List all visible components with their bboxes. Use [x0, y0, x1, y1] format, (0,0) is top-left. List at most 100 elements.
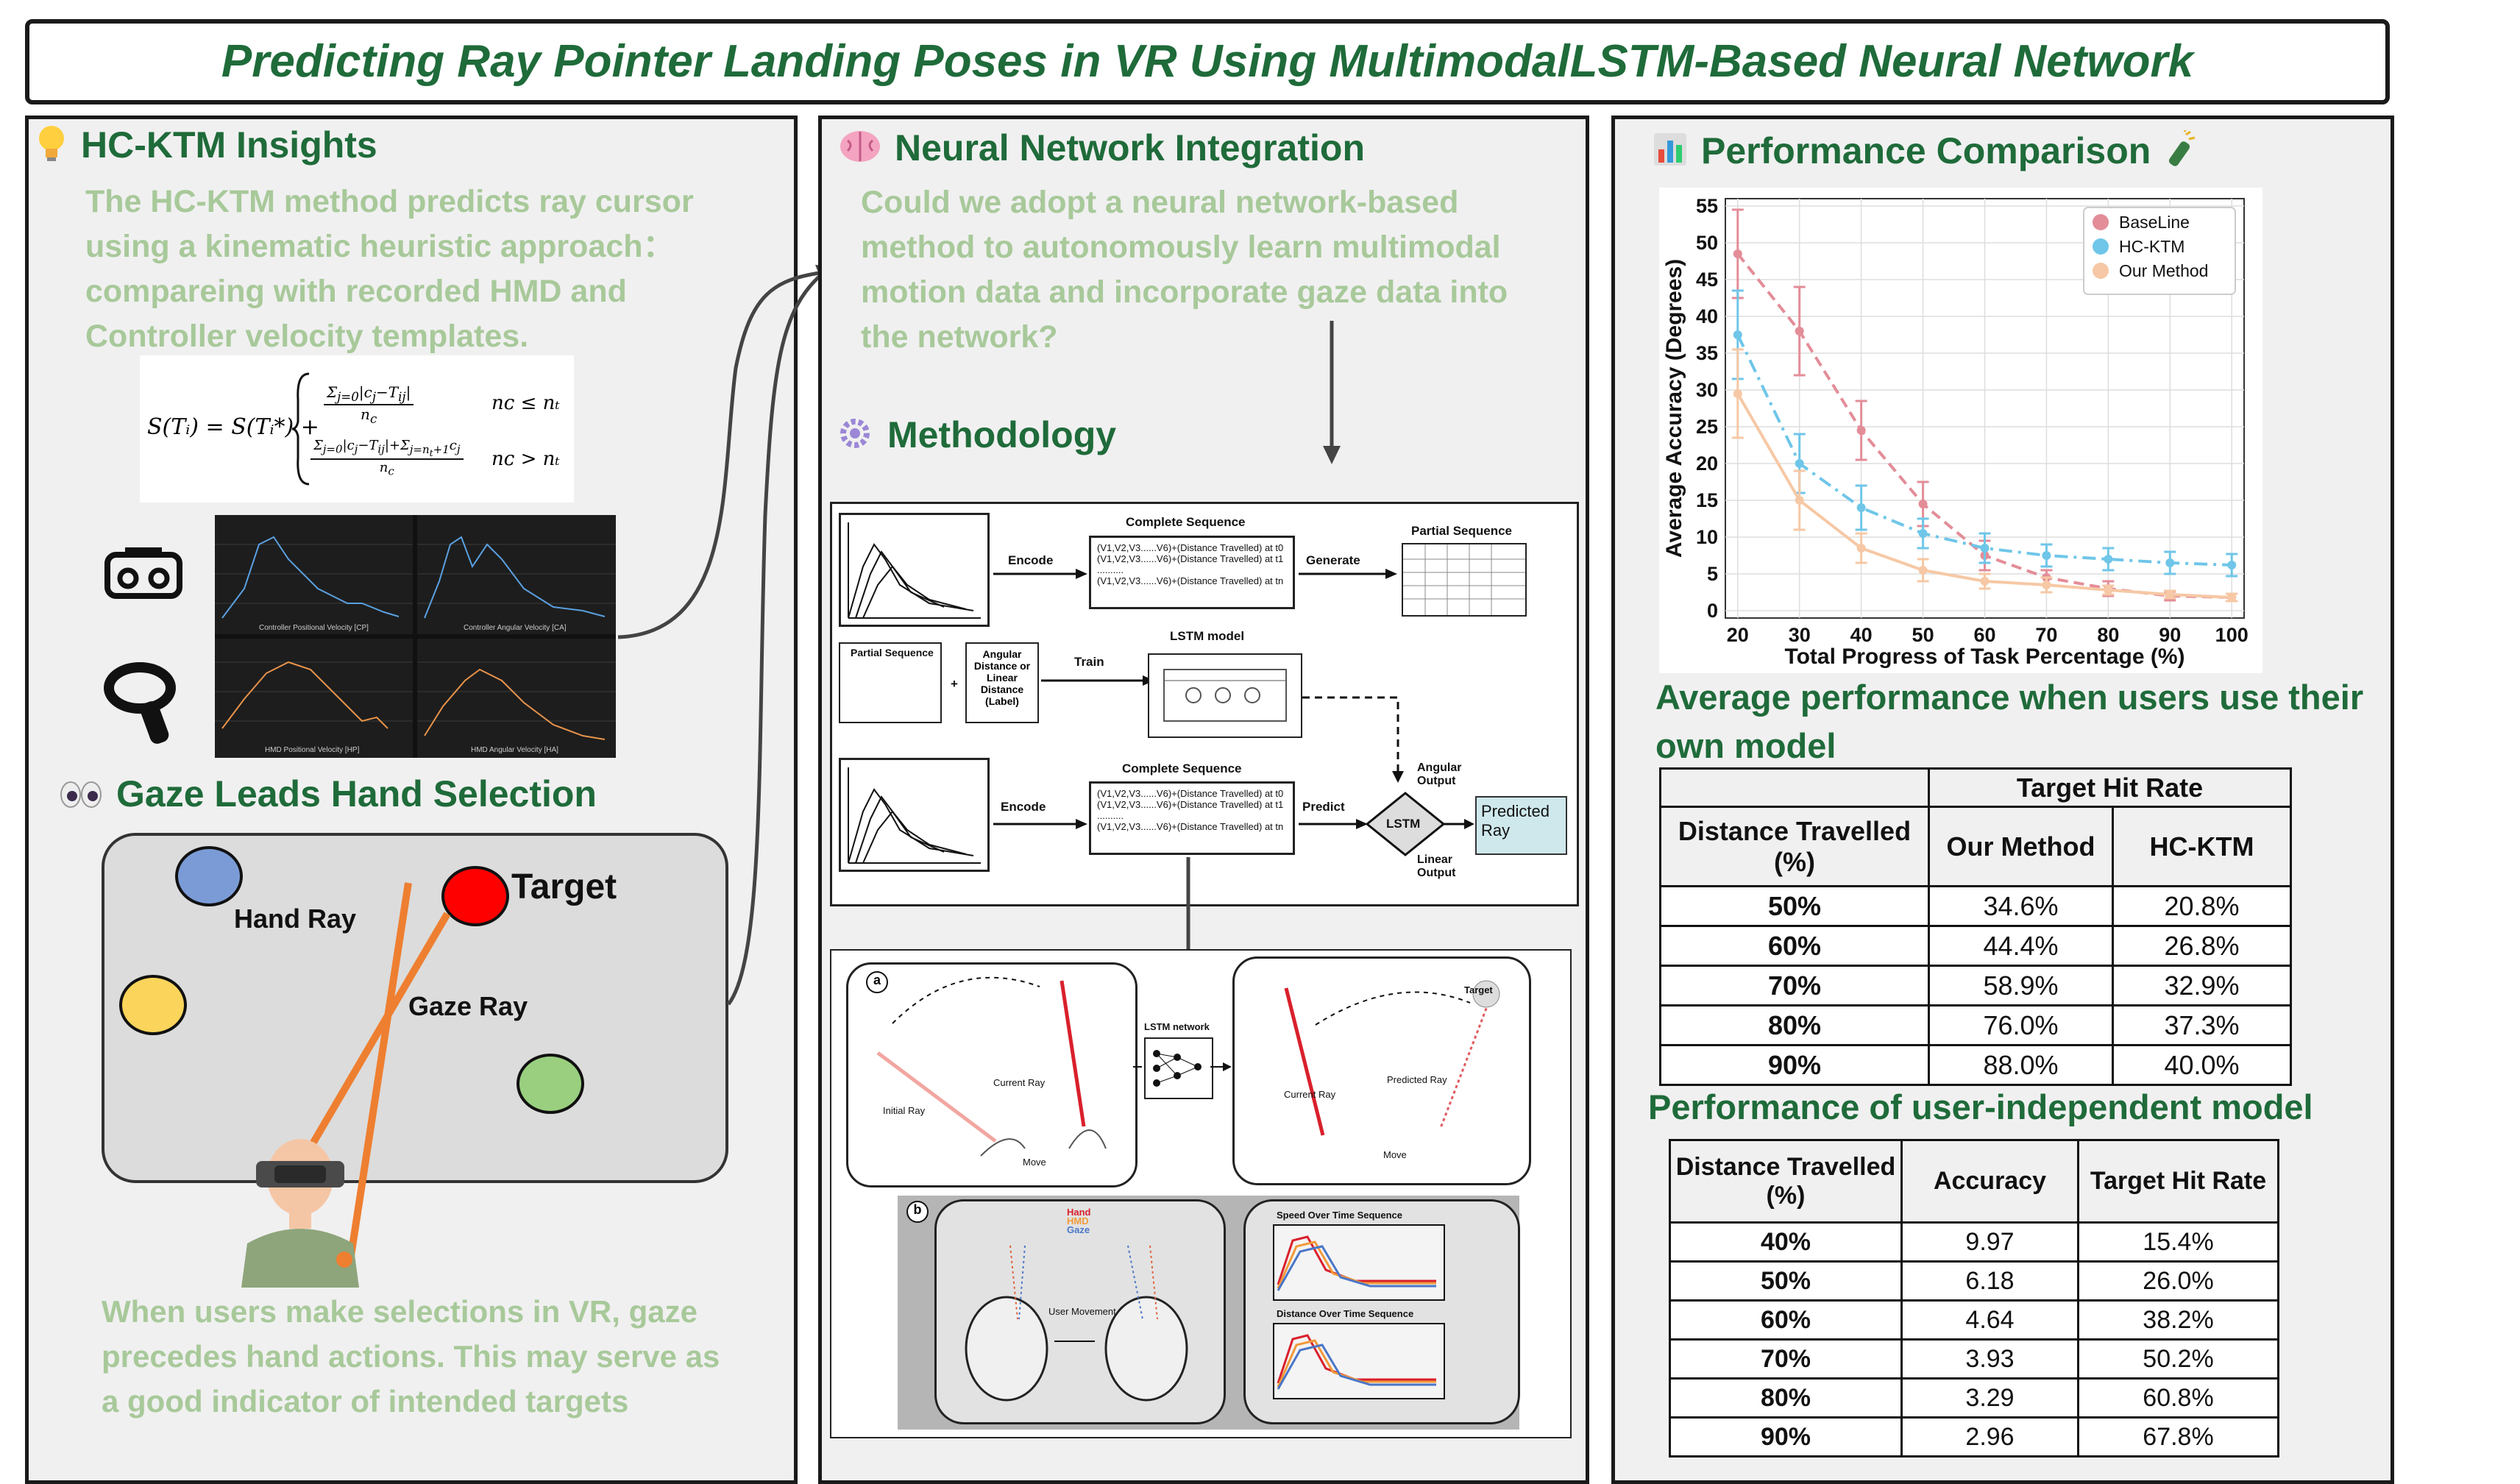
label-box-text: Angular Distance or Linear Distance (Lab… [973, 648, 1031, 707]
table-cell: 20.8% [2112, 885, 2292, 927]
predicted-ray-box: Predicted Ray [1475, 796, 1567, 855]
y-tick-label: 55 [1696, 195, 1718, 217]
table-cell: 4.64 [1900, 1299, 2079, 1341]
velocity-label-cp: Controller Positional Velocity [CP] [259, 624, 369, 632]
output-arrow [1444, 819, 1474, 829]
table-cell: 34.6% [1928, 885, 2114, 927]
gear-icon [836, 414, 874, 461]
x-tick-label: 20 [1727, 624, 1749, 646]
speed-seq-label: Speed Over Time Sequence [1277, 1210, 1402, 1221]
gaze-heading: Gaze Leads Hand Selection [59, 773, 597, 818]
nn-heading: Neural Network Integration [839, 127, 1365, 173]
table-cell: 70% [1669, 1338, 1903, 1380]
user-movement-label: User Movement [1048, 1306, 1116, 1317]
table-cell: 26.8% [2112, 925, 2292, 967]
current-ray-label-b: Current Ray [1284, 1089, 1336, 1100]
motion-plot-top [839, 513, 990, 627]
data-point [2165, 558, 2175, 567]
train-arrow [1041, 675, 1154, 686]
data-point [2042, 581, 2051, 589]
blue-target-circle [175, 846, 243, 906]
velocity-plots: Controller Positional Velocity [CP] Cont… [215, 515, 616, 758]
page-title: Predicting Ray Pointer Landing Poses in … [25, 19, 2390, 104]
speed-seq-plot [1273, 1224, 1445, 1301]
eyes-icon [59, 775, 103, 818]
methodology-heading-text: Methodology [887, 414, 1117, 455]
table-cell: 38.2% [2077, 1299, 2279, 1341]
bar-chart-icon [1653, 132, 1688, 176]
seq-line-0: (V1,V2,V3......V6)+(Distance Travelled) … [1097, 542, 1284, 553]
table-cell: 9.97 [1900, 1221, 2079, 1263]
lstm-network-label: LSTM network [1144, 1021, 1210, 1032]
data-point [1980, 544, 1990, 553]
move-label-a: Move [1023, 1157, 1046, 1168]
data-point [1918, 500, 1928, 508]
table1-blank-cell [1659, 767, 1930, 808]
data-point [2104, 586, 2113, 594]
x-axis-label: Total Progress of Task Percentage (%) [1784, 645, 2184, 669]
vr-controller-icon [99, 658, 188, 750]
complete-seq-box-bottom: (V1,V2,V3......V6)+(Distance Travelled) … [1089, 781, 1295, 855]
red-target-circle [441, 866, 509, 926]
y-tick-label: 25 [1696, 416, 1718, 438]
hand-ray-label: Hand Ray [234, 903, 357, 934]
train-label: Train [1074, 655, 1104, 669]
predicted-ray-label-fig: Predicted Ray [1387, 1074, 1447, 1085]
formula-lhs: S(Tᵢ) = S(Tᵢ*) + [147, 414, 319, 440]
lstm-model-label: LSTM model [1170, 629, 1245, 643]
seq-line-b1: (V1,V2,V3......V6)+(Distance Travelled) … [1097, 799, 1284, 810]
table-cell: 32.9% [2112, 965, 2292, 1007]
seq-line-b0: (V1,V2,V3......V6)+(Distance Travelled) … [1097, 788, 1284, 799]
ray-lines [298, 882, 451, 1266]
data-point [2227, 561, 2237, 569]
table-cell: 60.8% [2077, 1377, 2279, 1419]
data-point [1733, 330, 1742, 339]
performance-heading-text: Performance Comparison [1701, 130, 2151, 171]
x-tick-label: 100 [2215, 624, 2249, 646]
distance-seq-plot [1273, 1323, 1445, 1399]
y-tick-label: 10 [1696, 526, 1718, 548]
current-ray-label-a: Current Ray [993, 1077, 1046, 1088]
lstm-model-box [1148, 653, 1302, 738]
complete-seq-label-bottom: Complete Sequence [1122, 761, 1242, 775]
table1-col2: HC-KTM [2112, 806, 2292, 887]
hc-ktm-heading: HC-KTM Insights [35, 124, 377, 172]
formula-brace [291, 372, 310, 486]
x-tick-label: 90 [2159, 624, 2181, 646]
target-label-fig: Target [1464, 984, 1493, 995]
partial-seq-label: Partial Sequence [1411, 524, 1513, 538]
gaze-bottom-text: When users make selections in VR, gaze p… [102, 1294, 720, 1419]
lstm-diamond-label: LSTM [1386, 817, 1421, 831]
table-cell: 50.2% [2077, 1338, 2279, 1380]
data-point [2165, 590, 2175, 599]
data-point [2227, 593, 2237, 602]
table2-col0: Distance Travelled (%) [1669, 1139, 1903, 1224]
table-cell: 15.4% [2077, 1221, 2279, 1263]
user-avatar [234, 1126, 366, 1291]
methodology-heading: Methodology [836, 413, 1116, 461]
data-point [1980, 577, 1990, 586]
table2: Distance Travelled (%) Accuracy Target H… [1669, 1139, 2279, 1458]
table-cell: 76.0% [1928, 1004, 2114, 1046]
encode-arrow-bottom [993, 819, 1087, 829]
partial-seq-table-top [1402, 543, 1527, 617]
y-axis-label: Average Accuracy (Degrees) [1662, 259, 1686, 558]
initial-ray-label: Initial Ray [883, 1105, 926, 1116]
seq-line-b2: .......... [1097, 810, 1124, 821]
seq-line-2: .......... [1097, 564, 1124, 575]
legend-label: HC-KTM [2119, 237, 2184, 256]
generate-label: Generate [1306, 553, 1360, 567]
y-tick-label: 0 [1707, 600, 1718, 622]
formula-box: S(Tᵢ) = S(Tᵢ*) + Σj=0|cj−Tij|nc nᴄ ≤ nₜ … [140, 355, 574, 503]
table-cell: 2.96 [1900, 1416, 2079, 1458]
encode-label-bottom: Encode [1001, 800, 1046, 814]
data-point [1795, 327, 1804, 336]
table-cell: 50% [1669, 1260, 1903, 1302]
legend-marker [2093, 263, 2109, 279]
figure-a-label: a [866, 971, 888, 993]
hmd-legend: HMD [1067, 1215, 1089, 1226]
y-tick-label: 50 [1696, 232, 1718, 254]
table1-title: Average performance when users use their… [1655, 678, 2364, 765]
gaze-legend: Gaze [1067, 1224, 1090, 1235]
